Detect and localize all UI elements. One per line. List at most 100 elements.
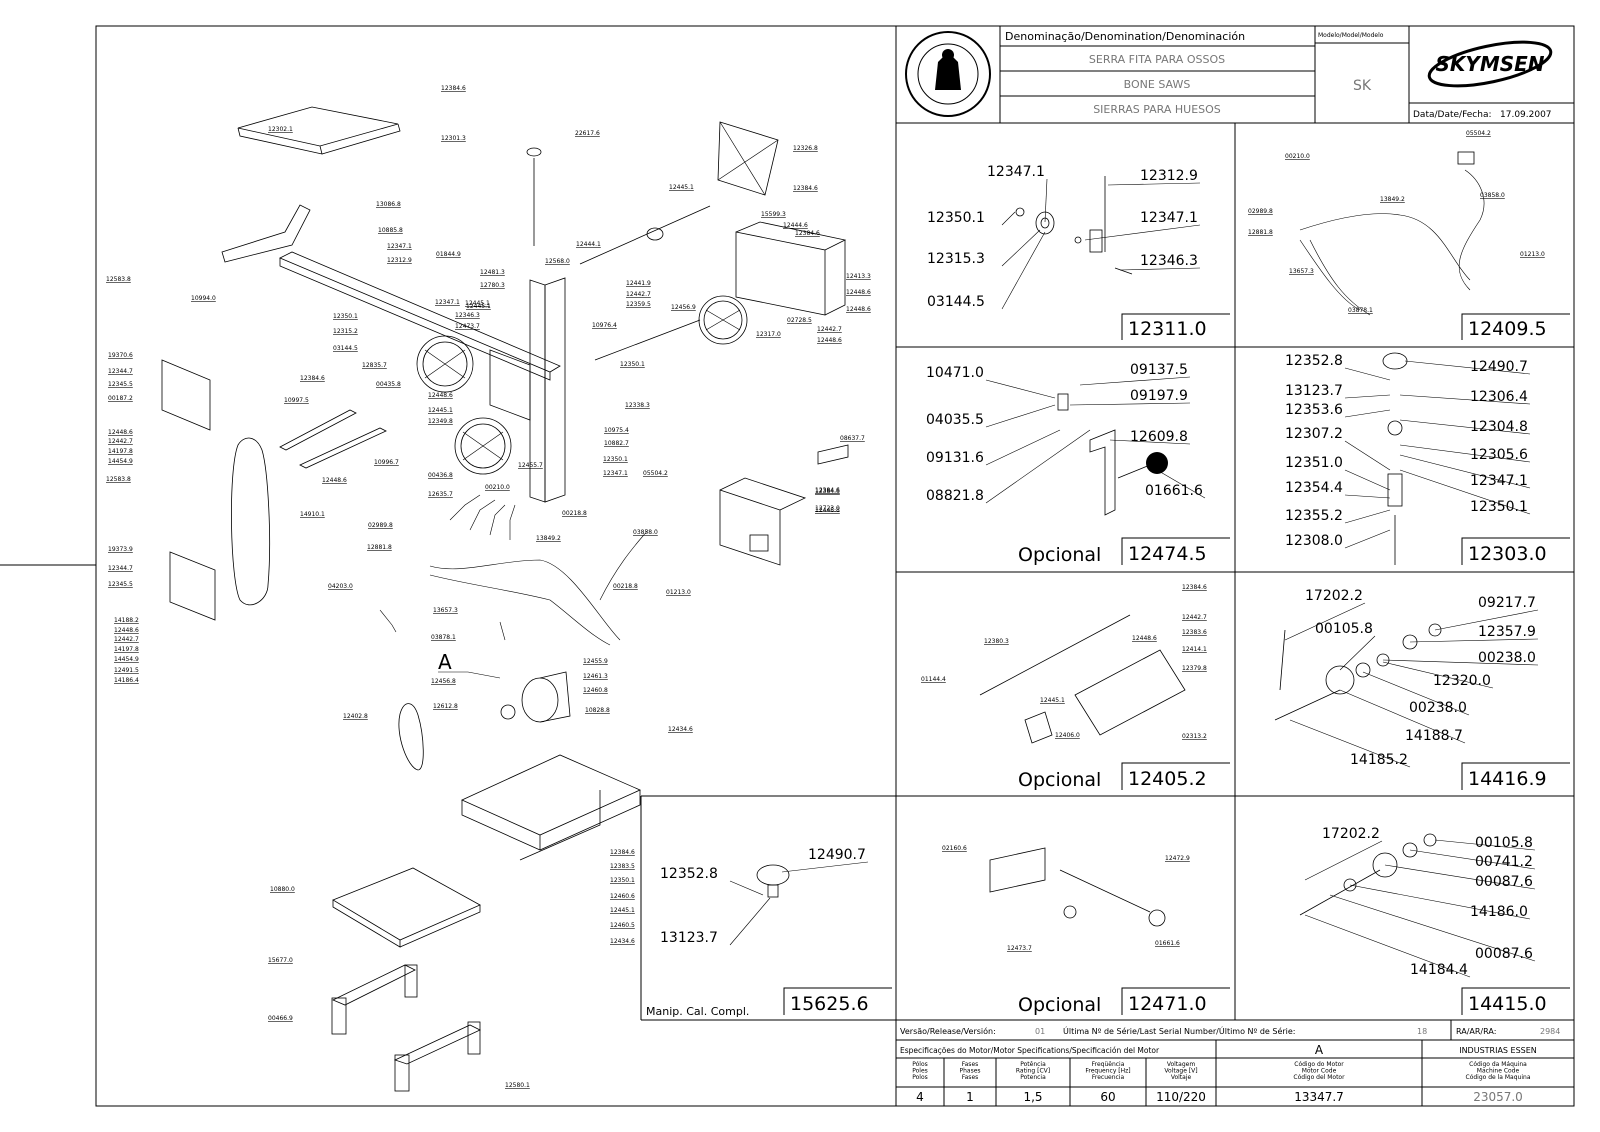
part-label: 00218.8 xyxy=(613,583,638,590)
product-name-es: SIERRAS PARA HUESOS xyxy=(1093,103,1221,116)
part-label: 12434.6 xyxy=(610,938,635,945)
leader-line xyxy=(1434,609,1539,631)
spec-header: Frecuencia xyxy=(1092,1074,1125,1081)
part-label: 12473.7 xyxy=(1007,945,1032,952)
part-label: 12472.9 xyxy=(1165,855,1190,862)
part-label: 12441.9 xyxy=(626,280,651,287)
part-label: 09131.6 xyxy=(926,450,984,466)
part-label: 15599.3 xyxy=(761,211,786,218)
part-label: 12460.5 xyxy=(610,922,635,929)
spec-header: Polos xyxy=(912,1074,928,1081)
spec-header: Phases xyxy=(959,1068,980,1075)
panel-code: 12303.0 xyxy=(1468,543,1547,565)
part-label: 02989.8 xyxy=(368,522,393,529)
part-label: 12444.6 xyxy=(783,222,808,229)
spec-value: 23057.0 xyxy=(1473,1090,1523,1104)
spec-value: 60 xyxy=(1100,1090,1115,1104)
leader-line xyxy=(1304,840,1383,881)
leader-line xyxy=(1344,409,1391,418)
part-label: 12455.9 xyxy=(583,658,608,665)
panel-code: 14415.0 xyxy=(1468,993,1547,1015)
part-label: 02160.6 xyxy=(942,845,967,852)
optional-label: Opcional xyxy=(1018,544,1101,566)
leader-line xyxy=(1304,914,1471,978)
part-label: 12355.2 xyxy=(1285,508,1343,524)
part-label: 14184.4 xyxy=(1410,962,1468,978)
date-value: 17.09.2007 xyxy=(1500,110,1552,120)
leader-line xyxy=(1344,394,1391,399)
part-label: 12445.1 xyxy=(610,907,635,914)
manufacturer: INDUSTRIAS ESSEN xyxy=(1459,1046,1537,1055)
spec-header: Fases xyxy=(962,1061,979,1068)
product-name-pt: SERRA FITA PARA OSSOS xyxy=(1089,53,1225,66)
part-label: 12384.6 xyxy=(441,85,466,92)
part-label: 13657.3 xyxy=(433,607,458,614)
panel-code-box xyxy=(1121,537,1230,565)
serial-label: Última Nº de Série/Last Serial Number/Úl… xyxy=(1063,1025,1296,1036)
part-label: 04035.5 xyxy=(926,412,984,428)
part-label: 12317.0 xyxy=(756,331,781,338)
part-label: 03144.5 xyxy=(333,345,358,352)
panel-code-box xyxy=(1121,762,1230,790)
part-label: 12304.8 xyxy=(1470,419,1528,435)
part-label: 01661.6 xyxy=(1145,483,1203,499)
part-label: 12456.9 xyxy=(671,304,696,311)
part-label: 14186.0 xyxy=(1470,904,1528,920)
part-label: 12445.1 xyxy=(669,184,694,191)
leader-line xyxy=(1107,182,1201,186)
part-label: 08821.8 xyxy=(926,488,984,504)
part-label: 12456.8 xyxy=(431,678,456,685)
panel-code-box xyxy=(1121,313,1230,340)
part-label: 12383.6 xyxy=(1182,629,1207,636)
part-label: 13123.7 xyxy=(660,930,718,946)
part-label: 12384.6 xyxy=(610,849,635,856)
ra-value: 2984 xyxy=(1540,1027,1560,1036)
part-label: 10975.4 xyxy=(604,427,629,434)
part-label: 03878.1 xyxy=(1348,307,1373,314)
panel-caption: Manip. Cal. Compl. xyxy=(646,1005,749,1018)
leader-line xyxy=(1344,509,1391,524)
part-label: 00087.6 xyxy=(1475,946,1533,962)
leader-line xyxy=(1384,864,1536,890)
part-label: 01144.4 xyxy=(921,676,946,683)
panel-code-box xyxy=(1461,987,1570,1015)
part-label: 12353.6 xyxy=(1285,402,1343,418)
part-label: 03858.0 xyxy=(633,529,658,536)
leader-line xyxy=(1399,469,1531,515)
spec-header: Potencia xyxy=(1020,1074,1046,1081)
main-part-labels: 12384.612302.112301.322617.612326.812384… xyxy=(106,85,871,1089)
part-label: 12448.8 xyxy=(815,507,840,514)
part-label: 12347.1 xyxy=(987,164,1045,180)
part-label: 12612.8 xyxy=(433,703,458,710)
part-label: 12350.1 xyxy=(927,210,985,226)
spec-header: Machine Code xyxy=(1477,1068,1520,1075)
panel-code-box xyxy=(783,987,892,1015)
part-label: 12384.6 xyxy=(795,230,820,237)
part-label: 12448.6 xyxy=(428,392,453,399)
part-label: 14188.2 xyxy=(114,617,139,624)
spec-header: Voltagem xyxy=(1167,1061,1196,1068)
part-label: 12347.1 xyxy=(387,243,412,250)
leader-line xyxy=(985,429,1061,466)
part-label: 09217.7 xyxy=(1478,595,1536,611)
leader-line xyxy=(1119,267,1201,271)
part-label: 14188.7 xyxy=(1405,728,1463,744)
part-label: 14197.8 xyxy=(108,448,133,455)
part-label: 10996.7 xyxy=(374,459,399,466)
panel-12409: 05504.200210.013849.203858.002989.812881… xyxy=(1248,130,1545,316)
part-label: 12406.0 xyxy=(1055,732,1080,739)
leader-line xyxy=(1399,444,1531,463)
part-label: 12320.0 xyxy=(1433,673,1491,689)
panel-code-box xyxy=(1461,313,1570,340)
leader-line xyxy=(1409,638,1539,643)
leader-line xyxy=(1344,494,1391,499)
part-label: 12583.8 xyxy=(106,476,131,483)
part-label: 12445.1 xyxy=(428,407,453,414)
leader-line xyxy=(1044,178,1048,223)
panel-code: 12471.0 xyxy=(1128,993,1207,1015)
panel-code-box xyxy=(1121,987,1230,1015)
spec-header: Motor Code xyxy=(1302,1068,1337,1075)
part-label: 12384.6 xyxy=(815,488,840,495)
